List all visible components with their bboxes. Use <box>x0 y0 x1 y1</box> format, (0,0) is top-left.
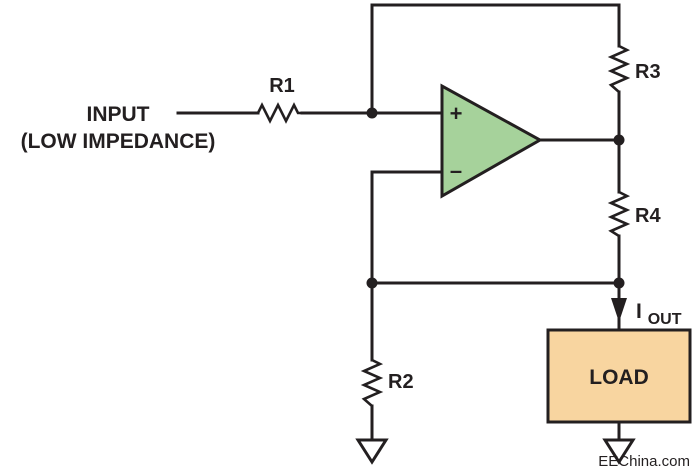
junction-plus-node <box>366 107 378 119</box>
opamp-minus-sign: – <box>450 158 462 183</box>
wire-top-feedback <box>370 3 621 115</box>
watermark: EEChina.com <box>598 453 690 470</box>
input-sublabel: (LOW IMPEDANCE) <box>21 130 216 153</box>
resistor-r4 <box>607 190 631 238</box>
load-box <box>546 328 692 424</box>
opamp-triangle <box>440 83 544 199</box>
r1-label: R1 <box>269 75 295 97</box>
opamp-plus-sign: + <box>450 101 463 126</box>
ground-icon <box>355 438 389 465</box>
r3-label: R3 <box>635 61 661 83</box>
input-label: INPUT <box>87 103 150 126</box>
resistor-r3 <box>607 44 631 93</box>
wires <box>176 3 621 442</box>
ground-icon <box>602 438 636 465</box>
junction-output-node <box>613 134 625 146</box>
wire-minus-feedback <box>370 170 444 285</box>
r4-label: R4 <box>635 205 661 227</box>
iout-main: I <box>636 300 642 323</box>
junction-load-node <box>613 277 625 289</box>
junction-minus-node <box>366 277 378 289</box>
resistor-r1 <box>256 102 302 124</box>
load-label: LOAD <box>589 366 649 389</box>
r2-label: R2 <box>388 371 414 393</box>
iout-subscript: OUT <box>648 311 682 328</box>
iout-label: I OUT <box>636 300 682 328</box>
resistor-r2 <box>360 358 384 407</box>
arrow-down-icon <box>611 298 627 322</box>
